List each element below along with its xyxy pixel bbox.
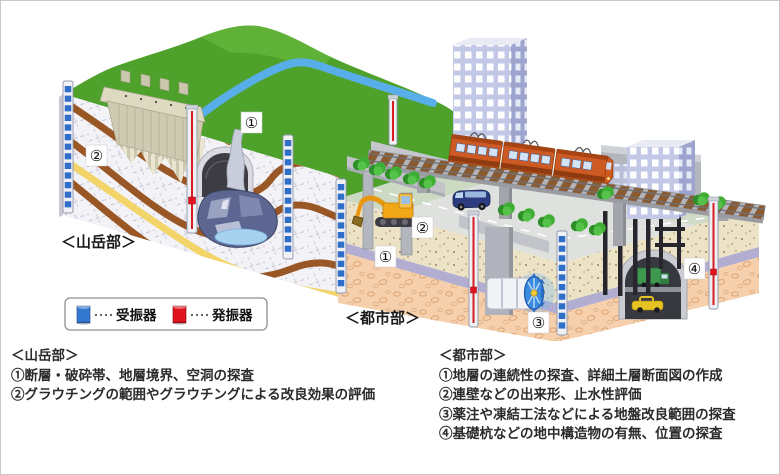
urban-marker-2: ② <box>411 216 434 239</box>
marker-label: ① <box>245 115 258 132</box>
foundation-piles <box>603 211 685 296</box>
note-item: ①地層の連続性の探査、詳細土層断面図の作成 <box>439 367 723 383</box>
urban-notes-title: ＜都市部＞ <box>439 348 507 363</box>
underground-road-tunnel <box>618 249 688 320</box>
geophysical-survey-illustration: ① ② ① ② ③ ④ ＜山岳部＞ ＜都市部＞ 受振器 <box>59 25 766 341</box>
note-item: ③薬注や凍結工法などによる地盤改良範囲の探査 <box>439 406 736 422</box>
urban-marker-1: ① <box>374 245 397 268</box>
urban-caption: ＜都市部＞ <box>345 309 420 327</box>
mountain-marker-2: ② <box>85 144 108 167</box>
note-item: ②連壁などの出来形、止水性評価 <box>439 387 642 402</box>
marker-label: ① <box>379 249 392 266</box>
dam <box>99 69 206 165</box>
receiver-borehole <box>556 230 568 336</box>
source-icon <box>172 304 187 325</box>
mountain-marker-1: ① <box>240 111 263 134</box>
van <box>452 189 491 211</box>
mountain-caption: ＜山岳部＞ <box>61 233 136 251</box>
elevated-railway <box>366 132 766 224</box>
urban-marker-4: ④ <box>683 257 706 280</box>
receiver-label: 受振器 <box>116 307 157 323</box>
mountain-notes: ＜山岳部＞ ①断層・破砕帯、地層境界、空洞の探査 ②グラウチングの範囲やグラウチ… <box>11 346 375 405</box>
cavern-water-inflow <box>197 128 278 248</box>
source-borehole <box>467 210 480 328</box>
receiver-borehole <box>62 80 74 214</box>
urban-marker-3: ③ <box>527 311 550 334</box>
diaphragm-wall <box>362 170 374 250</box>
train <box>448 132 614 184</box>
source-label: 発振器 <box>211 307 253 323</box>
source-borehole <box>387 94 399 146</box>
source-borehole <box>707 196 720 310</box>
building <box>453 38 527 149</box>
receiver-borehole <box>282 134 294 260</box>
marker-label: ③ <box>532 315 545 332</box>
pantograph-icon <box>469 132 592 155</box>
mountain-notes-title: ＜山岳部＞ <box>11 348 79 363</box>
marker-label: ② <box>416 220 429 237</box>
receiver-icon <box>76 304 91 325</box>
note-item: ④基礎杭などの地中構造物の有無、位置の探査 <box>439 426 723 441</box>
river <box>179 58 437 133</box>
taxi-car <box>631 296 664 313</box>
legend-box: 受振器 発振器 <box>64 297 268 331</box>
marker-label: ② <box>90 148 103 165</box>
note-item: ①断層・破砕帯、地層境界、空洞の探査 <box>11 367 254 383</box>
urban-notes: ＜都市部＞ ①地層の連続性の探査、詳細土層断面図の作成 ②連壁などの出来形、止水… <box>439 346 736 444</box>
marker-label: ④ <box>688 261 701 278</box>
excavator <box>351 193 415 228</box>
source-borehole <box>185 104 199 234</box>
receiver-borehole <box>335 178 347 294</box>
urban-section <box>335 38 766 341</box>
note-item: ②グラウチングの範囲やグラウチングによる改良効果の評価 <box>11 387 376 402</box>
shield-machine <box>486 273 555 313</box>
